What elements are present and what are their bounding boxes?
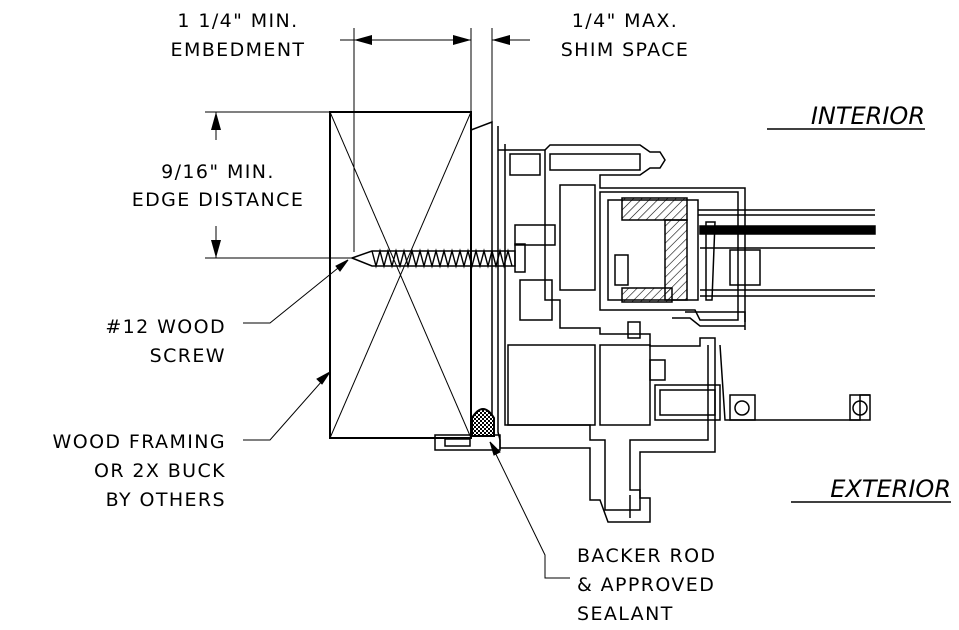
backer-label-line1: BACKER ROD [577,545,716,567]
edge-distance-label-line1: 9/16" MIN. [161,161,275,183]
shim [470,120,493,431]
shim-label-line1: 1/4" MAX. [572,10,678,32]
shim-dimension [491,28,530,122]
window-frame-profile [434,126,871,523]
embedment-label-line2: EMBEDMENT [171,39,306,61]
screw-label-line1: #12 WOOD [105,316,226,338]
framing-label-line1: WOOD FRAMING [53,431,226,453]
glass-unit [698,209,876,301]
screw-label-line2: SCREW [150,345,226,367]
framing-label-line2: OR 2X BUCK [94,460,226,482]
wood-framing-block [329,111,472,439]
steel-reinforcement [621,197,688,303]
embedment-label-line1: 1 1/4" MIN. [177,10,298,32]
wood-screw [349,243,526,273]
exterior-label: EXTERIOR [830,475,951,503]
backer-rod [471,408,495,437]
embedment-dimension [340,28,472,252]
framing-label-line3: BY OTHERS [106,489,226,511]
edge-distance-label-line2: EDGE DISTANCE [132,189,305,211]
leader-lines [243,259,570,579]
backer-label-line2: & APPROVED [577,574,715,596]
shim-label-line2: SHIM SPACE [561,39,690,61]
backer-label-line3: SEALANT [577,603,674,625]
interior-label: INTERIOR [811,102,925,130]
edge-distance-dimension [205,111,352,259]
